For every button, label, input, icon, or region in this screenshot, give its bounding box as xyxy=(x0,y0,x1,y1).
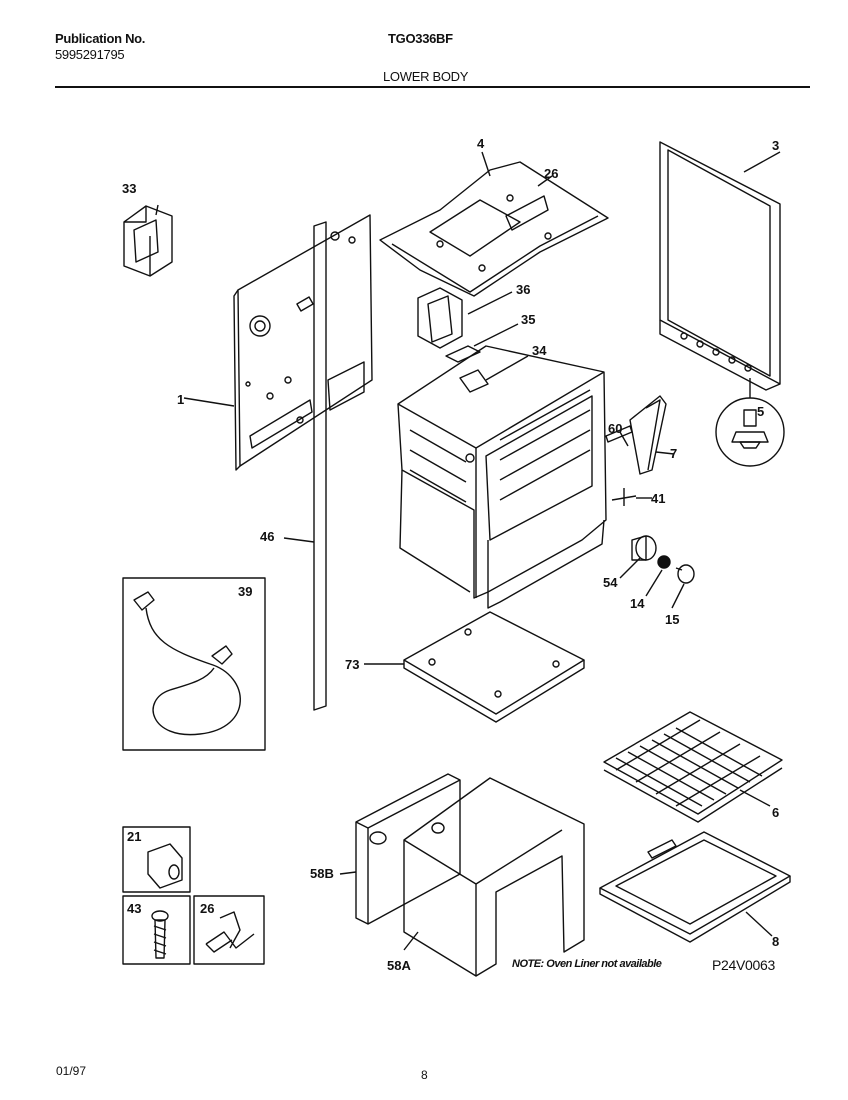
part-73-bottom-pan xyxy=(364,611,585,723)
callout-14: 14 xyxy=(630,596,645,611)
part-43-screw xyxy=(122,895,191,965)
part-8-broiler-pan xyxy=(599,831,791,943)
part-1-back-panel xyxy=(183,214,373,471)
callout-26-box: 26 xyxy=(200,901,215,916)
header-rule xyxy=(55,86,810,88)
part-6-oven-rack xyxy=(603,711,783,823)
callout-36: 36 xyxy=(516,282,531,297)
callout-21: 21 xyxy=(127,829,142,844)
part-15-lens xyxy=(671,564,695,609)
part-26-bracket xyxy=(193,895,265,965)
part-46-strip xyxy=(283,221,327,711)
diagram-code: P24V0063 xyxy=(712,957,775,973)
publication-number: 5995291795 xyxy=(55,47,125,62)
section-title: LOWER BODY xyxy=(383,69,469,84)
part-4-top-bracket xyxy=(379,151,609,297)
callout-4: 4 xyxy=(477,136,485,151)
part-41-probe xyxy=(611,488,652,506)
part-58b-insulation xyxy=(339,773,461,925)
publication-label: Publication No. xyxy=(55,31,146,46)
part-34-bracket xyxy=(459,355,529,393)
callout-35: 35 xyxy=(521,312,536,327)
callout-26-top: 26 xyxy=(544,166,559,181)
callout-3: 3 xyxy=(772,138,780,153)
callout-15: 15 xyxy=(665,612,680,627)
page-number: 8 xyxy=(421,1068,428,1082)
availability-note: NOTE: Oven Liner not available xyxy=(512,958,662,970)
oven-cavity xyxy=(397,345,607,609)
part-60-clip xyxy=(605,425,633,447)
part-33-bracket xyxy=(123,204,173,277)
part-54-light-socket xyxy=(619,535,657,579)
callout-60: 60 xyxy=(608,421,623,436)
callout-58b: 58B xyxy=(310,866,334,881)
callout-58a: 58A xyxy=(387,958,411,973)
callout-39: 39 xyxy=(238,584,253,599)
part-3-door-panel xyxy=(659,141,781,391)
model-number: TGO336BF xyxy=(388,31,453,46)
callout-41: 41 xyxy=(651,491,666,506)
callout-46: 46 xyxy=(260,529,275,544)
part-14-bulb xyxy=(645,555,671,597)
callout-33: 33 xyxy=(122,181,137,196)
callout-34: 34 xyxy=(532,343,547,358)
part-39-power-cord xyxy=(122,577,266,751)
callout-8: 8 xyxy=(772,934,780,949)
part-58a-insulation xyxy=(403,777,585,977)
part-5-leveling-leg xyxy=(715,378,785,467)
callout-7: 7 xyxy=(670,446,678,461)
callout-1: 1 xyxy=(177,392,185,407)
footer-date: 01/97 xyxy=(56,1064,87,1078)
callout-73: 73 xyxy=(345,657,360,672)
part-36-duct xyxy=(417,287,513,349)
part-21-clip xyxy=(122,826,191,893)
callout-6: 6 xyxy=(772,805,780,820)
part-35-plate xyxy=(445,323,519,363)
callout-54: 54 xyxy=(603,575,618,590)
callout-43: 43 xyxy=(127,901,142,916)
part-7-control-bracket xyxy=(629,395,675,475)
callout-5: 5 xyxy=(757,404,765,419)
